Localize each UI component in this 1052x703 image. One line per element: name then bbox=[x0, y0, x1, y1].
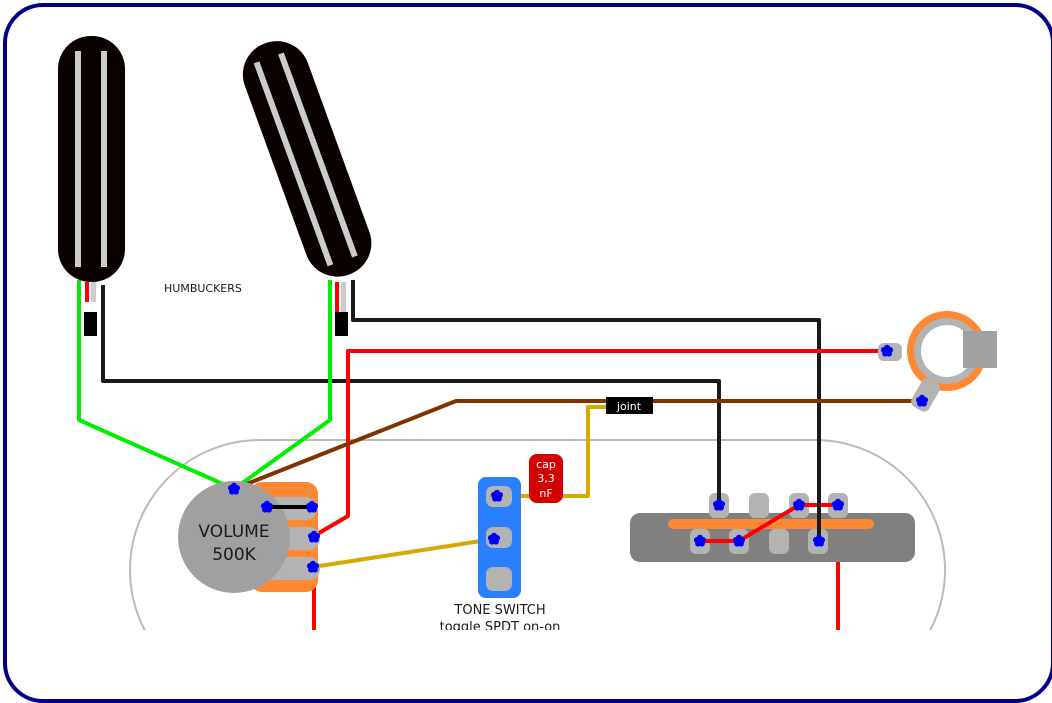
joint-label: joint bbox=[606, 397, 653, 414]
solder-point-icon bbox=[490, 489, 504, 502]
solder-point-icon bbox=[260, 500, 274, 513]
bridge-tape-icon bbox=[335, 312, 348, 336]
wire-bridge-green bbox=[232, 280, 332, 491]
wire-ground-brown bbox=[233, 399, 922, 491]
control-plate-outline bbox=[129, 439, 946, 630]
bridge-humbucker bbox=[242, 41, 372, 277]
svg-text:cap: cap bbox=[536, 458, 556, 471]
solder-point-icon bbox=[915, 394, 929, 407]
humbuckers-label: HUMBUCKERS bbox=[164, 282, 242, 295]
neck-humbucker bbox=[58, 36, 125, 336]
volume-value: 500K bbox=[212, 545, 256, 565]
neck-tape-icon bbox=[84, 312, 97, 336]
tone-switch-label: TONE SWITCH bbox=[453, 603, 545, 618]
wire-jack-red bbox=[312, 349, 887, 538]
solder-point-icon bbox=[831, 498, 845, 511]
wire-neck-black bbox=[101, 285, 721, 505]
tone-switch-type: toggle SPDT on-on bbox=[440, 620, 561, 630]
solder-point-icon bbox=[812, 534, 826, 547]
solder-points bbox=[227, 344, 929, 573]
volume-label: VOLUME bbox=[198, 522, 269, 542]
wire-tone-yellow-1 bbox=[312, 537, 495, 569]
wire-bridge-black bbox=[351, 280, 821, 541]
solder-point-icon bbox=[227, 482, 241, 495]
solder-point-icon bbox=[307, 530, 321, 543]
solder-point-icon bbox=[306, 560, 320, 573]
solder-point-icon bbox=[712, 498, 726, 511]
solder-point-icon bbox=[880, 344, 894, 357]
pickup-selector bbox=[630, 470, 915, 562]
solder-point-icon bbox=[487, 532, 501, 545]
svg-text:3,3: 3,3 bbox=[537, 472, 555, 485]
volume-pot: VOLUME 500K bbox=[178, 481, 320, 593]
svg-text:joint: joint bbox=[616, 400, 642, 413]
capacitor: cap 3,3 nF bbox=[529, 454, 563, 503]
wire-neck-green bbox=[77, 280, 235, 491]
solder-point-icon bbox=[693, 534, 707, 547]
output-jack bbox=[878, 311, 997, 412]
wiring-diagram: HUMBUCKERS joint VOLUME 500K TONE SWITCH… bbox=[58, 36, 997, 630]
bridge-humbucker-leads bbox=[328, 282, 348, 336]
svg-text:nF: nF bbox=[539, 487, 552, 500]
solder-point-icon bbox=[792, 498, 806, 511]
solder-point-icon bbox=[732, 534, 746, 547]
solder-point-icon bbox=[305, 500, 319, 513]
